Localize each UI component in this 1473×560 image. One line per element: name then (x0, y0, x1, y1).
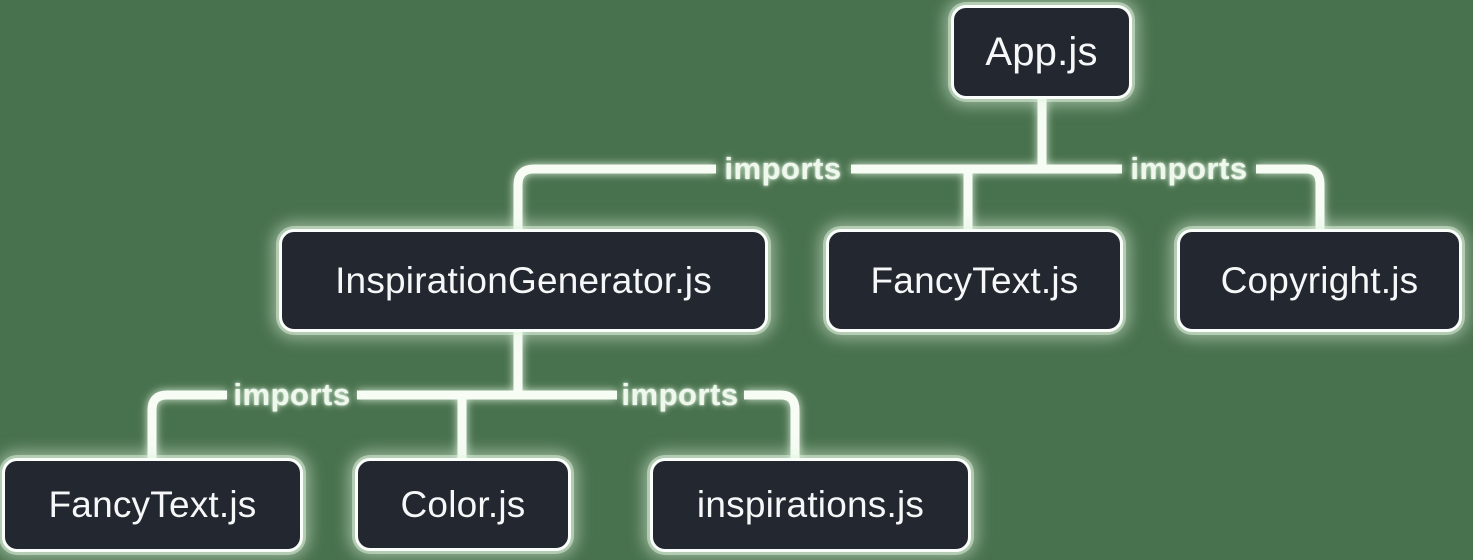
imports-label-generator-right: imports (621, 377, 739, 412)
node-fancy-text-js-mid: FancyText.js (826, 229, 1123, 332)
node-app-js: App.js (951, 5, 1132, 99)
node-color-js-label: Color.js (400, 483, 526, 525)
node-inspirations-js: inspirations.js (650, 458, 971, 552)
node-copyright-js-label: Copyright.js (1220, 259, 1419, 301)
node-fancy-text-js-mid-label: FancyText.js (870, 259, 1079, 301)
node-copyright-js: Copyright.js (1177, 229, 1462, 332)
node-inspiration-generator-js: InspirationGenerator.js (279, 229, 768, 332)
node-inspiration-generator-js-label: InspirationGenerator.js (335, 259, 712, 301)
edge-inspirationgenerator-to-inspirations (744, 390, 800, 460)
node-fancy-text-js-bottom: FancyText.js (2, 458, 303, 552)
node-inspirations-js-label: inspirations.js (696, 484, 925, 525)
node-color-js: Color.js (355, 458, 571, 551)
imports-label-app-right: imports (1130, 151, 1248, 186)
imports-label-generator-left: imports (233, 377, 351, 412)
edge-app-to-inspirationgenerator (513, 164, 716, 231)
imports-label-app-left: imports (724, 151, 842, 186)
node-app-js-label: App.js (985, 29, 1098, 74)
node-fancy-text-js-bottom-label: FancyText.js (48, 484, 257, 525)
edge-inspirationgenerator-to-fancytext (147, 390, 227, 460)
edge-app-to-copyright (1256, 164, 1325, 231)
